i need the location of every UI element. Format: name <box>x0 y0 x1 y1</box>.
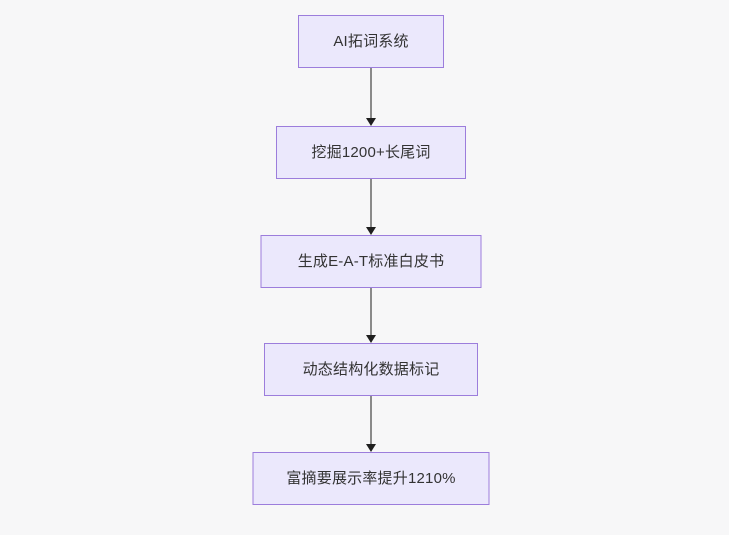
arrow-head-icon <box>366 227 376 235</box>
arrow-head-icon <box>366 335 376 343</box>
flow-node-label: 挖掘1200+长尾词 <box>311 144 431 161</box>
flow-edge-node-4-to-node-5 <box>365 396 377 452</box>
flow-node-rich-snippet-impression-uplift[interactable]: 富摘要展示率提升1210% <box>252 452 490 505</box>
edge-line <box>370 68 372 118</box>
edge-line <box>370 396 372 444</box>
edge-line <box>370 288 372 335</box>
flow-node-generate-eat-whitepaper[interactable]: 生成E-A-T标准白皮书 <box>260 235 482 288</box>
flow-edge-node-1-to-node-2 <box>365 68 377 126</box>
flow-node-mine-long-tail-keywords[interactable]: 挖掘1200+长尾词 <box>276 126 466 179</box>
flow-node-label: 富摘要展示率提升1210% <box>286 470 456 487</box>
flow-node-label: AI拓词系统 <box>333 33 409 50</box>
flow-edge-node-3-to-node-4 <box>365 288 377 343</box>
arrow-head-icon <box>366 444 376 452</box>
flow-node-ai-keyword-system[interactable]: AI拓词系统 <box>298 15 444 68</box>
flow-node-dynamic-structured-data-markup[interactable]: 动态结构化数据标记 <box>264 343 478 396</box>
flow-edge-node-2-to-node-3 <box>365 179 377 235</box>
arrow-head-icon <box>366 118 376 126</box>
edge-line <box>370 179 372 227</box>
flow-node-label: 动态结构化数据标记 <box>302 361 440 378</box>
flow-node-label: 生成E-A-T标准白皮书 <box>297 253 445 270</box>
